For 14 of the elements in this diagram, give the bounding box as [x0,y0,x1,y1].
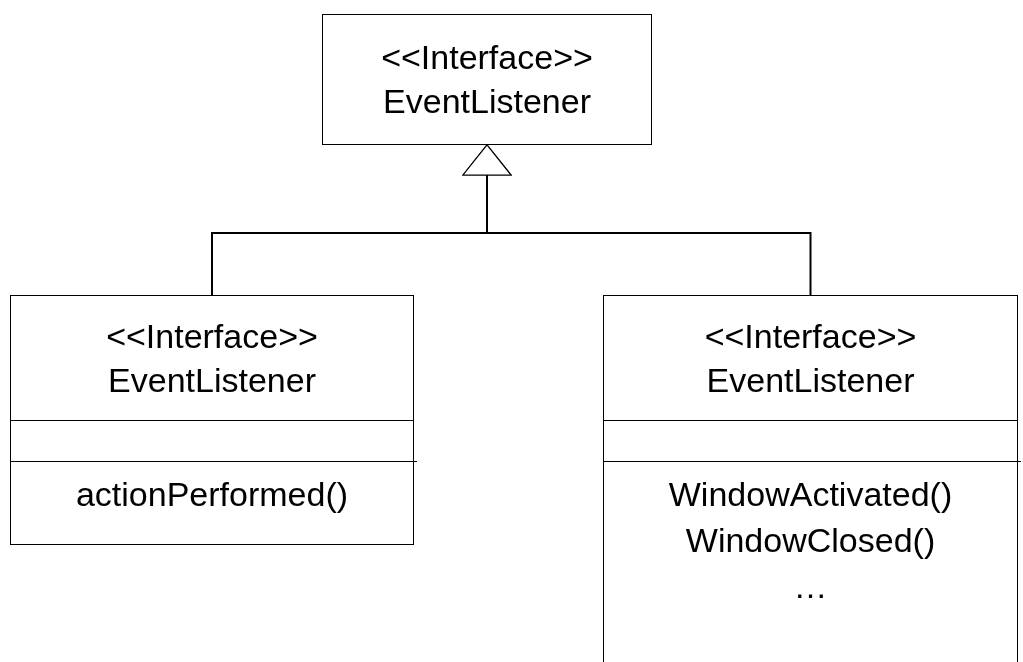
method-label: WindowActivated() [668,474,953,514]
stereotype-label: <<Interface>> [106,316,318,356]
stereotype-label: <<Interface>> [381,37,593,77]
method-label: WindowClosed() [685,520,936,560]
method-label: … [793,566,828,606]
class-box [10,295,414,545]
stereotype-label: <<Interface>> [704,316,917,356]
method-label: actionPerformed() [75,474,349,514]
class-name: EventListener [706,360,915,400]
class-name: EventListener [383,81,591,121]
class-box [603,295,1018,662]
class-box [322,14,652,145]
class-name: EventListener [108,360,316,400]
generalization-arrow [462,144,812,296]
